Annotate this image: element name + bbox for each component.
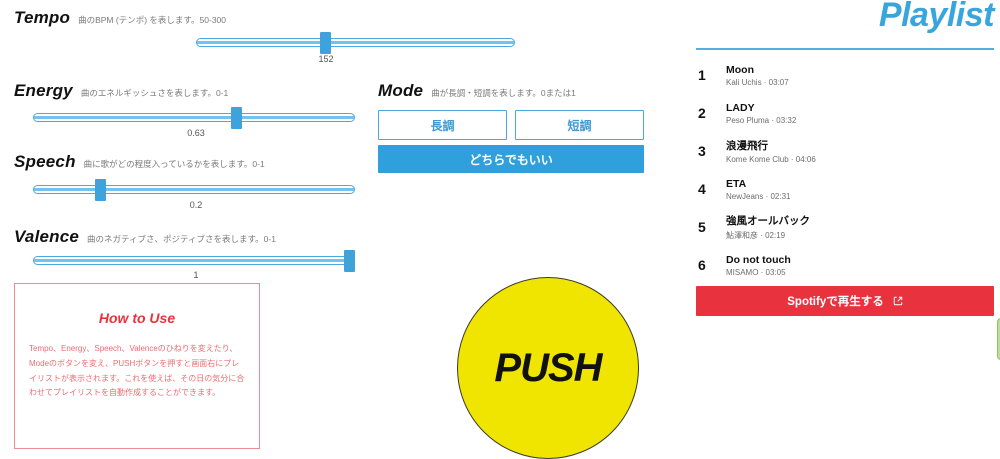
valence-value: 1 — [193, 270, 199, 280]
track-number: 2 — [698, 105, 706, 121]
track-meta: MISAMO · 03:05 — [726, 267, 786, 277]
track-info: Do not touch MISAMO · 03:05 — [726, 254, 791, 277]
playlist-title: Playlist — [878, 0, 995, 34]
speech-section-header: Speech 曲に歌がどの程度入っているかを表します。0-1 — [14, 152, 265, 172]
track-info: ETA NewJeans · 02:31 — [726, 178, 790, 201]
energy-section-header: Energy 曲のエネルギッシュさを表します。0-1 — [14, 81, 228, 101]
tempo-slider-fill — [197, 41, 514, 44]
list-item[interactable]: 4 ETA NewJeans · 02:31 — [696, 170, 994, 208]
playlist-divider — [696, 48, 994, 50]
tempo-description: 曲のBPM (テンポ) を表します。50-300 — [78, 15, 227, 25]
spotify-play-label: Spotifyで再生する — [787, 296, 884, 308]
playlist-panel: Playlist 1 Moon Kali Uchis · 03:07 2 LAD… — [690, 0, 1000, 459]
mode-either-button[interactable]: どちらでもいい — [378, 145, 644, 173]
push-button-label: PUSH — [494, 345, 602, 390]
track-meta: Peso Pluma · 03:32 — [726, 115, 797, 125]
speech-slider-thumb[interactable] — [95, 179, 106, 201]
mode-title: Mode — [378, 81, 424, 100]
track-title: 浪漫飛行 — [726, 140, 768, 152]
track-title: LADY — [726, 101, 755, 114]
mode-description: 曲が長調・短調を表します。0または1 — [431, 88, 576, 98]
push-button[interactable]: PUSH — [457, 277, 639, 459]
valence-slider-thumb[interactable] — [344, 250, 355, 272]
track-info: 強風オールバック 鮎澤和彦 · 02:19 — [726, 213, 810, 241]
valence-slider-fill — [34, 259, 354, 262]
valence-title: Valence — [14, 227, 80, 246]
mode-major-button[interactable]: 長調 — [378, 110, 507, 140]
track-title: Do not touch — [726, 253, 791, 266]
playlist-track-list: 1 Moon Kali Uchis · 03:07 2 LADY Peso Pl… — [696, 56, 994, 284]
tempo-title: Tempo — [14, 8, 71, 27]
list-item[interactable]: 5 強風オールバック 鮎澤和彦 · 02:19 — [696, 208, 994, 246]
tempo-section-header: Tempo 曲のBPM (テンポ) を表します。50-300 — [14, 8, 226, 28]
valence-description: 曲のネガティブさ、ポジティブさを表します。0-1 — [87, 234, 276, 244]
track-number: 4 — [698, 181, 706, 197]
speech-value: 0.2 — [189, 200, 203, 210]
track-info: LADY Peso Pluma · 03:32 — [726, 102, 796, 125]
speech-description: 曲に歌がどの程度入っているかを表します。0-1 — [83, 159, 265, 169]
mode-minor-button[interactable]: 短調 — [515, 110, 644, 140]
track-title: 強風オールバック — [726, 215, 810, 227]
speech-title: Speech — [14, 152, 76, 171]
track-number: 3 — [698, 143, 706, 159]
how-to-use-title: How to Use — [98, 310, 176, 326]
track-meta: Kali Uchis · 03:07 — [726, 77, 789, 87]
energy-value: 0.63 — [187, 128, 205, 138]
energy-slider-track[interactable] — [33, 113, 355, 122]
mode-section-header: Mode 曲が長調・短調を表します。0または1 — [378, 81, 576, 101]
track-meta: Kome Kome Club · 04:06 — [726, 155, 816, 164]
list-item[interactable]: 3 浪漫飛行 Kome Kome Club · 04:06 — [696, 132, 994, 170]
track-title: ETA — [726, 177, 747, 190]
controls-panel: Tempo 曲のBPM (テンポ) を表します。50-300 152 Energ… — [14, 8, 644, 459]
mode-button-group: 長調 短調 — [378, 110, 644, 140]
list-item[interactable]: 1 Moon Kali Uchis · 03:07 — [696, 56, 994, 94]
tempo-value: 152 — [318, 54, 334, 64]
energy-description: 曲のエネルギッシュさを表します。0-1 — [80, 88, 229, 98]
spotify-play-button[interactable]: Spotifyで再生する — [696, 286, 994, 316]
track-info: 浪漫飛行 Kome Kome Club · 04:06 — [726, 138, 816, 164]
list-item[interactable]: 6 Do not touch MISAMO · 03:05 — [696, 246, 994, 284]
side-tab-handle[interactable] — [997, 318, 1000, 360]
valence-section-header: Valence 曲のネガティブさ、ポジティブさを表します。0-1 — [14, 227, 276, 247]
energy-title: Energy — [14, 81, 73, 100]
external-link-icon — [893, 296, 902, 306]
track-info: Moon Kali Uchis · 03:07 — [726, 64, 789, 87]
track-number: 5 — [698, 219, 706, 235]
track-number: 6 — [698, 257, 706, 273]
tempo-slider-track[interactable] — [196, 38, 515, 47]
tempo-slider-thumb[interactable] — [320, 32, 331, 54]
track-meta: 鮎澤和彦 · 02:19 — [726, 231, 786, 240]
speech-slider-fill — [34, 188, 354, 191]
energy-slider-fill — [34, 116, 354, 119]
speech-slider-track[interactable] — [33, 185, 355, 194]
list-item[interactable]: 2 LADY Peso Pluma · 03:32 — [696, 94, 994, 132]
track-meta: NewJeans · 02:31 — [726, 191, 791, 201]
how-to-use-body: Tempo、Energy、Speech、Valenceのひねりを変えたり、Mod… — [29, 344, 245, 398]
track-number: 1 — [698, 67, 706, 83]
energy-slider-thumb[interactable] — [231, 107, 242, 129]
valence-slider-track[interactable] — [33, 256, 355, 265]
how-to-use-box: How to Use Tempo、Energy、Speech、Valenceのひ… — [14, 283, 260, 449]
track-title: Moon — [726, 63, 754, 76]
